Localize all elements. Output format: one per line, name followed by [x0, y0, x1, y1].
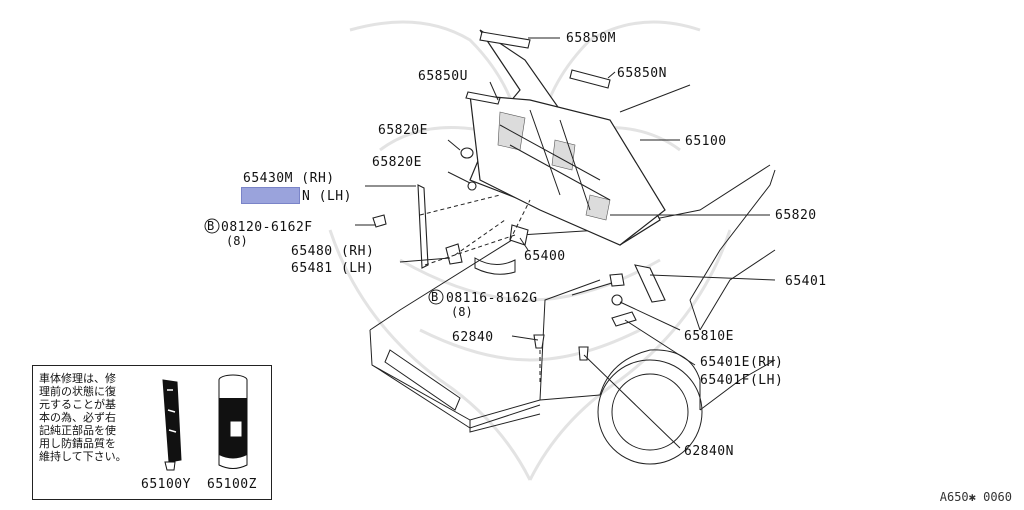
- bumper-65820e-a: [460, 147, 474, 159]
- car-body: [369, 164, 776, 465]
- leader-lines: [355, 37, 776, 449]
- label-65401e: 65401E(RH): [700, 355, 783, 370]
- label-65430m: 65430M (RH): [243, 171, 335, 186]
- label-65820e-b: 65820E: [372, 155, 422, 170]
- label-62840n: 62840N: [684, 444, 734, 459]
- label-65850m: 65850M: [566, 31, 616, 46]
- repair-note-text: 車体修理は、修 理前の状態に復 元することが基 本の為、必ず右 記純正部品を使 …: [39, 372, 127, 463]
- label-65100: 65100: [685, 134, 727, 149]
- bolt-mark-08120: B: [204, 218, 220, 234]
- label-65820: 65820: [775, 208, 817, 223]
- bolt-08120: [372, 214, 387, 228]
- clip-62840: [533, 334, 545, 349]
- svg-text:B: B: [207, 219, 214, 233]
- weatherstrip-65850u: [465, 91, 501, 105]
- hood-hinge-65480: [445, 243, 463, 265]
- label-08116-qty: (8): [451, 305, 473, 319]
- watermark-emblem: [328, 20, 732, 481]
- bumper-65820e-b: [467, 181, 477, 191]
- code-65100z: 65100Z: [207, 477, 257, 492]
- label-62840: 62840: [452, 330, 494, 345]
- label-65850n: 65850N: [617, 66, 667, 81]
- label-65820e-a: 65820E: [378, 123, 428, 138]
- label-08120-qty: (8): [226, 234, 248, 248]
- sealant-tube-icon: [162, 379, 182, 463]
- label-65401: 65401: [785, 274, 827, 289]
- weatherstrip-65850m: [479, 31, 531, 49]
- label-08120: 08120-6162F: [221, 220, 313, 235]
- svg-text:B: B: [431, 290, 438, 304]
- assembly-guides: [419, 194, 541, 385]
- label-65850u: 65850U: [418, 69, 468, 84]
- hood-lock-65400: [509, 224, 529, 246]
- label-65430n: N (LH): [302, 189, 352, 204]
- label-65480: 65480 (RH): [291, 244, 374, 259]
- hood-panel: [469, 29, 666, 246]
- label-65810e: 65810E: [684, 329, 734, 344]
- weatherstrip-65850n: [569, 69, 611, 89]
- sealant-products-illustration: [162, 374, 248, 471]
- bumper-65810e: [611, 294, 623, 306]
- repair-note-box: 車体修理は、修 理前の状態に復 元することが基 本の為、必ず右 記純正部品を使 …: [32, 365, 272, 500]
- label-08116: 08116-8162G: [446, 291, 538, 306]
- bolt-mark-08116: B: [428, 289, 444, 305]
- label-65481: 65481 (LH): [291, 261, 374, 276]
- label-65401f: 65401F(LH): [700, 373, 783, 388]
- bolt-08116: [609, 273, 625, 287]
- highlighted-part-number[interactable]: [241, 187, 300, 204]
- hood-stay: [417, 184, 429, 269]
- diagram-reference-code: A650✱ 0060: [939, 490, 1012, 504]
- bracket-65401e: [611, 311, 637, 327]
- label-65400: 65400: [524, 249, 566, 264]
- code-65100y: 65100Y: [141, 477, 191, 492]
- hinge-65401: [634, 264, 666, 303]
